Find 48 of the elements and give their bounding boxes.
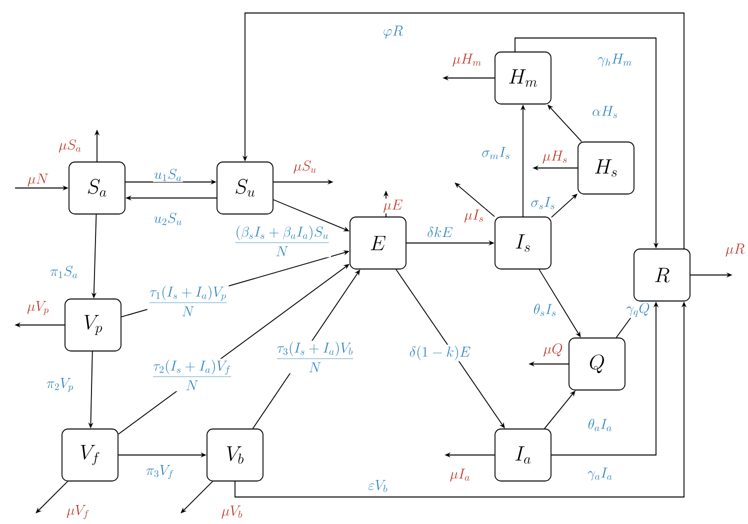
- rate-label: $\mu H_m$: [451, 52, 483, 68]
- rate-label: $\sigma_m I_s$: [480, 146, 512, 160]
- compartment-box: $I_s$: [494, 216, 552, 270]
- rate-label: $\pi_1 S_a$: [49, 265, 79, 279]
- rate-label: $\varphi R$: [382, 24, 404, 40]
- rate-label: $\gamma_q Q$: [625, 302, 651, 318]
- rate-label: $\frac{(\beta_s I_s + \beta_a I_a) S_u}{N}$: [233, 224, 331, 258]
- rate-label: $\mu R$: [724, 242, 746, 258]
- rate-label: $\mu H_s$: [541, 150, 569, 164]
- rate-label: $\alpha H_s$: [591, 105, 619, 119]
- rate-label: $\mu V_b$: [220, 504, 244, 520]
- rate-label: $\frac{\tau_1 (I_s + I_a) V_p}{N}$: [147, 284, 229, 318]
- rate-label: $\delta (1-k) E$: [408, 344, 472, 362]
- compartment-box: $V_f$: [62, 428, 118, 482]
- rate-label: $\delta k E$: [426, 226, 454, 238]
- rate-label: $\theta_s I_s$: [532, 302, 558, 318]
- rate-label: $\varepsilon V_b$: [367, 479, 389, 493]
- rate-label: $\pi_2 V_p$: [45, 377, 75, 393]
- rate-label: $\frac{\tau_3 (I_s + I_a) V_b}{N}$: [274, 340, 356, 374]
- rate-label: $\mu I_s$: [463, 208, 485, 224]
- rate-label: $\gamma_h H_m$: [596, 52, 634, 68]
- compartment-box: $E$: [350, 216, 406, 270]
- compartment-box: $V_p$: [64, 298, 122, 352]
- rate-label: $\frac{\tau_2 (I_s + I_a) V_f}{N}$: [150, 358, 234, 392]
- flow-arrow: [180, 481, 213, 514]
- rate-label: $\gamma_a I_a$: [586, 466, 614, 482]
- rate-label: $\pi_3 V_f$: [144, 464, 176, 480]
- rate-label: $\mu N$: [26, 172, 50, 188]
- flow-arrow: [36, 481, 68, 514]
- compartment-box: $H_s$: [578, 142, 634, 194]
- rate-label: $u_1 S_a$: [153, 168, 183, 182]
- rate-label: $\mu I_a$: [448, 468, 472, 482]
- rate-label: $\mu V_f$: [65, 504, 91, 520]
- rate-label: $\mu E$: [382, 198, 404, 214]
- compartment-box: $H_m$: [494, 52, 552, 104]
- rate-label: $\mu Q$: [542, 342, 564, 358]
- rate-label: $\mu V_p$: [26, 300, 50, 316]
- rate-label: $u_2 S_u$: [152, 212, 184, 226]
- rate-label: $\sigma_s I_s$: [530, 196, 556, 210]
- rate-label: $\mu S_u$: [292, 160, 318, 174]
- rate-label: $\theta_a I_a$: [586, 418, 614, 432]
- compartment-box: $V_b$: [206, 428, 264, 482]
- rate-label: $\mu S_a$: [58, 138, 82, 154]
- compartment-box: $Q$: [568, 338, 626, 390]
- compartment-box: $R$: [634, 248, 690, 302]
- compartment-box: $I_a$: [494, 428, 552, 482]
- compartment-box: $S_u$: [216, 162, 274, 214]
- compartment-box: $S_a$: [68, 162, 126, 214]
